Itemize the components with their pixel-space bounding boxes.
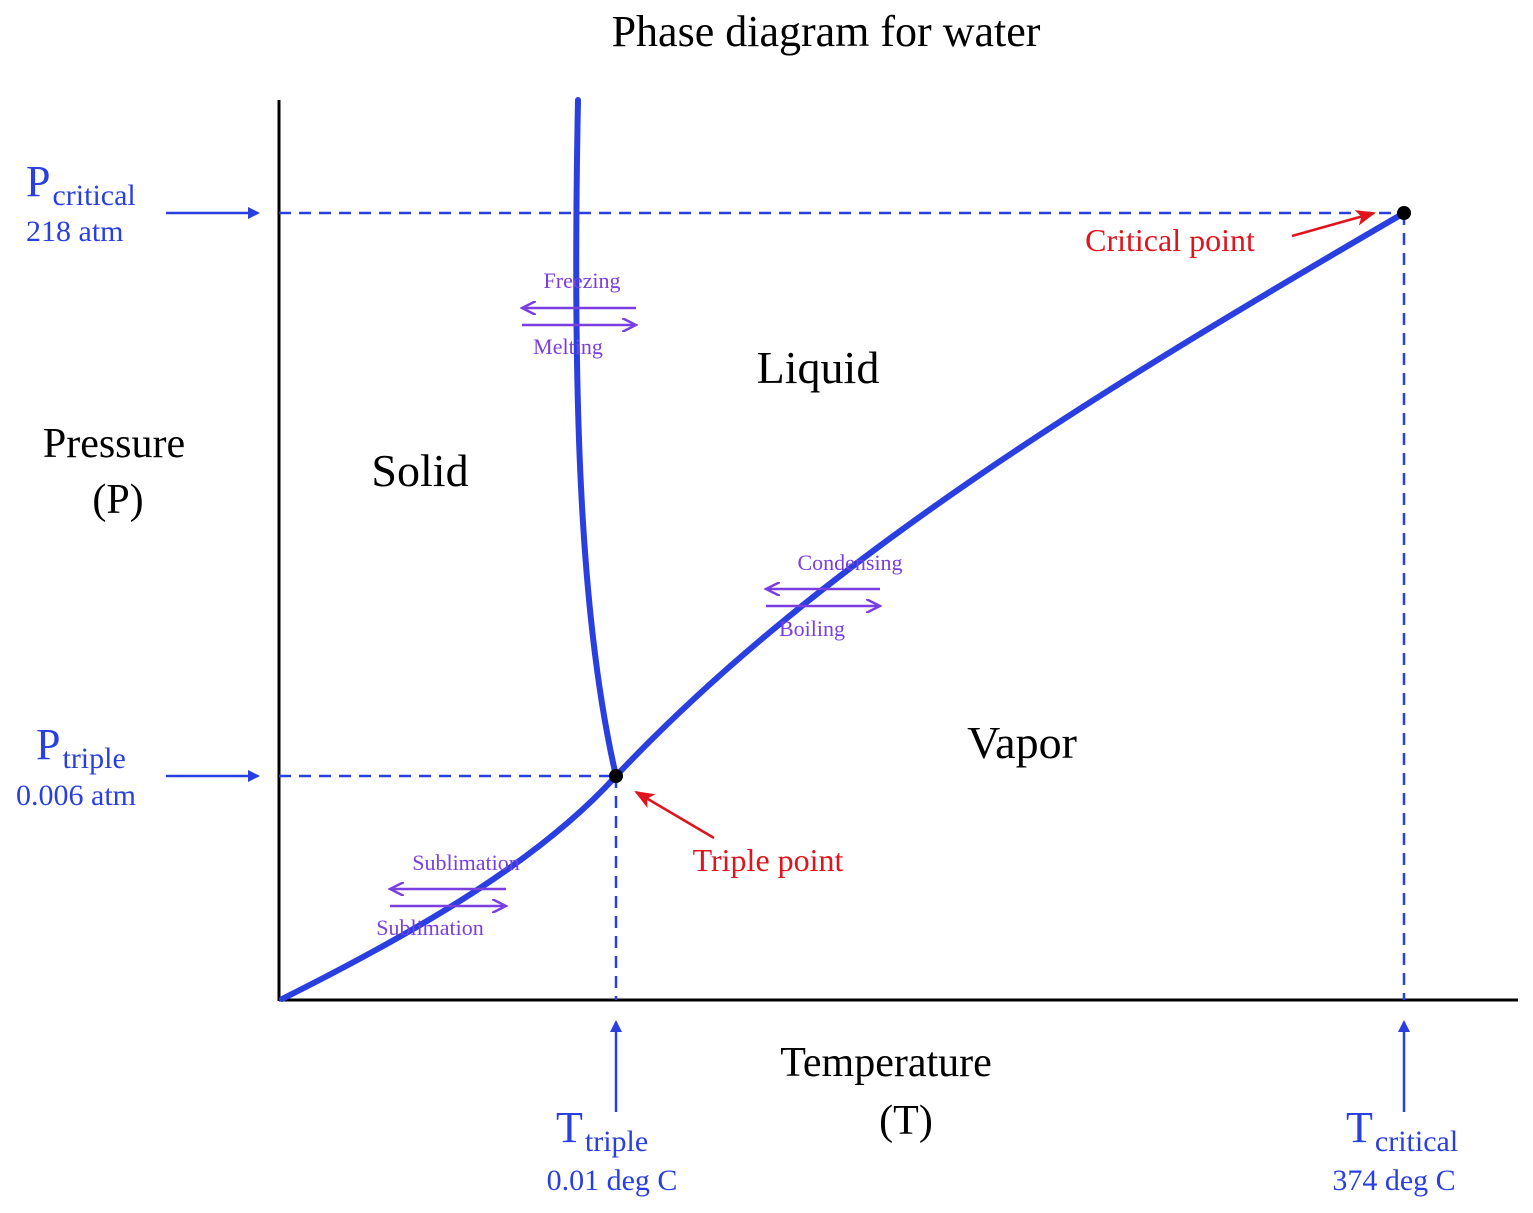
melting-label: Melting <box>533 334 603 359</box>
phase-boundaries <box>279 97 1407 1002</box>
condensing-boiling-transition: Condensing Boiling <box>766 550 903 641</box>
x-axis-label: Temperature <box>780 1040 992 1086</box>
boiling-label: Boiling <box>779 616 845 641</box>
t-critical-symbol: T <box>1346 1103 1373 1152</box>
triple-point-marker <box>609 769 623 783</box>
region-vapor: Vapor <box>967 717 1077 768</box>
region-solid: Solid <box>371 445 468 496</box>
p-critical-label: Pcritical <box>26 157 136 212</box>
p-triple-reference: Ptriple 0.006 atm <box>16 720 260 812</box>
t-critical-value: 374 deg C <box>1332 1164 1455 1197</box>
y-axis-label: Pressure <box>43 421 185 467</box>
reference-lines <box>279 211 1406 1000</box>
p-critical-value: 218 atm <box>26 215 124 248</box>
triple-point-arrow <box>634 790 715 840</box>
p-critical-subscript: critical <box>52 179 135 212</box>
x-axis-label-symbol: (T) <box>879 1098 933 1144</box>
sublimation-curve <box>279 773 619 1002</box>
t-triple-symbol: T <box>556 1103 583 1152</box>
t-triple-label: Ttriple <box>556 1103 648 1158</box>
t-triple-subscript: triple <box>585 1125 648 1158</box>
critical-point-label: Critical point <box>1085 222 1255 258</box>
freezing-label: Freezing <box>544 268 621 293</box>
condensing-label: Condensing <box>797 550 902 575</box>
p-triple-subscript: triple <box>62 742 125 775</box>
critical-point-arrow <box>1291 210 1376 238</box>
t-critical-label: Tcritical <box>1346 1103 1458 1158</box>
sublimation-bottom-label: Sublimation <box>376 915 484 940</box>
p-triple-label: Ptriple <box>36 720 126 775</box>
region-liquid: Liquid <box>757 342 880 393</box>
freezing-melting-transition: Freezing Melting <box>522 268 636 359</box>
triple-point-annotation: Triple point <box>634 790 844 878</box>
p-critical-reference: Pcritical 218 atm <box>26 157 260 248</box>
sublimation-top-label: Sublimation <box>412 850 520 875</box>
vaporization-curve <box>613 210 1407 779</box>
t-triple-value: 0.01 deg C <box>547 1164 678 1197</box>
t-triple-reference: Ttriple 0.01 deg C <box>547 1020 678 1197</box>
p-triple-value: 0.006 atm <box>16 779 136 812</box>
p-critical-symbol: P <box>26 157 50 206</box>
p-triple-symbol: P <box>36 720 60 769</box>
t-critical-reference: Tcritical 374 deg C <box>1332 1020 1458 1197</box>
t-critical-subscript: critical <box>1375 1125 1458 1158</box>
y-axis-label-symbol: (P) <box>92 477 143 523</box>
triple-point-label: Triple point <box>693 842 844 878</box>
critical-point-annotation: Critical point <box>1085 210 1376 258</box>
critical-point-marker <box>1397 206 1411 220</box>
melting-curve <box>573 97 619 779</box>
sublimation-transition: Sublimation Sublimation <box>376 850 520 940</box>
diagram-title: Phase diagram for water <box>612 7 1041 56</box>
